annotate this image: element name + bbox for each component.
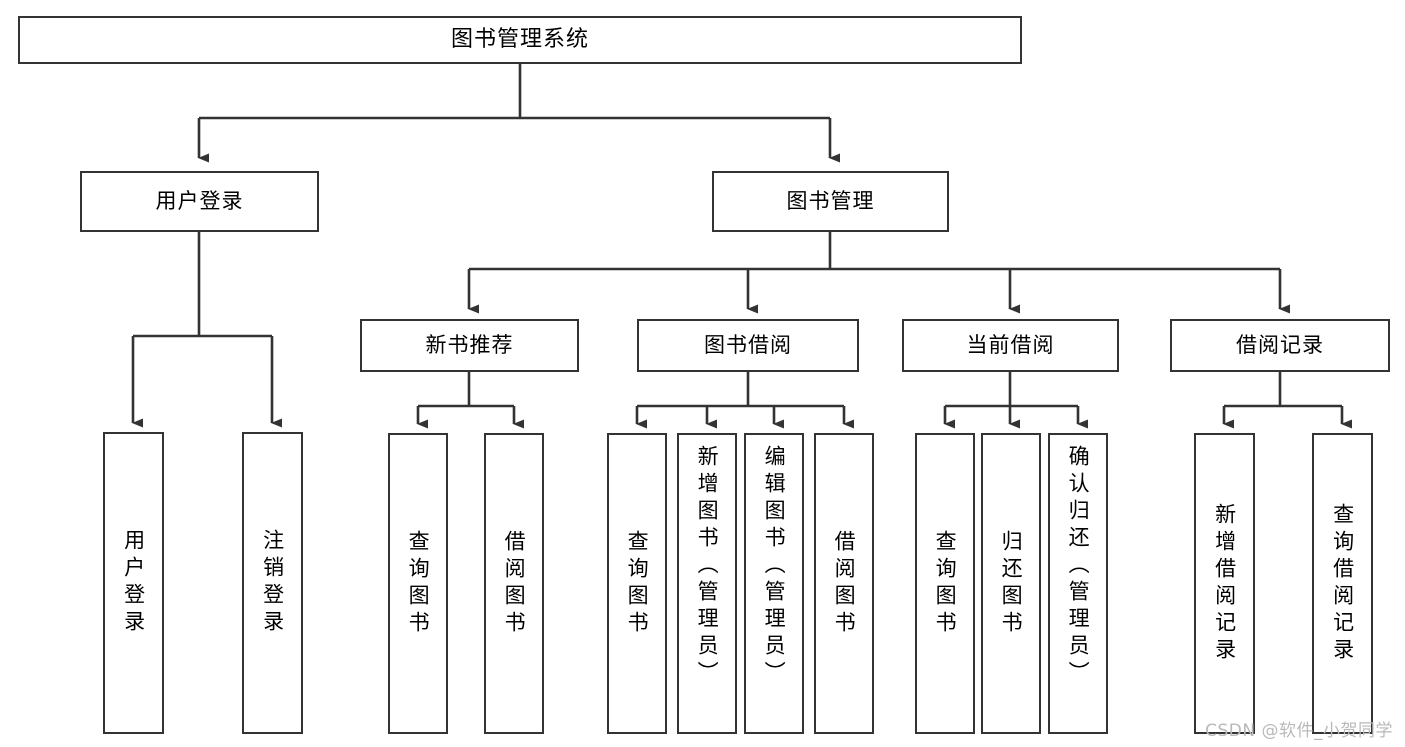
leaf-label: 编辑图书（管理员）: [762, 445, 787, 688]
leaf-label: 新增图书（管理员）: [695, 445, 720, 688]
node-leaf-query-record[interactable]: 查询借阅记录: [1312, 433, 1373, 734]
node-leaf-edit-book[interactable]: 编辑图书（管理员）: [744, 433, 804, 734]
node-root-system[interactable]: 图书管理系统: [18, 16, 1022, 64]
node-leaf-query-book-3[interactable]: 查询图书: [915, 433, 975, 734]
node-current-borrow[interactable]: 当前借阅: [902, 319, 1119, 372]
leaf-label: 查询图书: [625, 529, 650, 638]
node-leaf-borrow-book-2[interactable]: 借阅图书: [814, 433, 874, 734]
node-leaf-add-book[interactable]: 新增图书（管理员）: [677, 433, 737, 734]
csdn-watermark: CSDN @软件_小贺同学: [1205, 721, 1393, 741]
node-new-book-recommend[interactable]: 新书推荐: [360, 319, 579, 372]
node-leaf-add-record[interactable]: 新增借阅记录: [1194, 433, 1255, 734]
node-leaf-query-book-1[interactable]: 查询图书: [388, 433, 448, 734]
leaf-label: 确认归还（管理员）: [1066, 445, 1091, 688]
leaf-label: 归还图书: [999, 529, 1024, 638]
node-book-management[interactable]: 图书管理: [712, 171, 949, 232]
node-leaf-query-book-2[interactable]: 查询图书: [607, 433, 667, 734]
node-borrow-record[interactable]: 借阅记录: [1170, 319, 1390, 372]
leaf-label: 注销登录: [260, 529, 285, 637]
node-book-borrow[interactable]: 图书借阅: [637, 319, 859, 372]
node-leaf-confirm-return[interactable]: 确认归还（管理员）: [1048, 433, 1108, 734]
leaf-label: 用户登录: [121, 529, 146, 637]
node-leaf-logout-login[interactable]: 注销登录: [242, 432, 303, 734]
node-leaf-user-login[interactable]: 用户登录: [103, 432, 164, 734]
leaf-label: 借阅图书: [832, 529, 857, 638]
leaf-label: 查询图书: [406, 529, 431, 638]
node-leaf-borrow-book-1[interactable]: 借阅图书: [484, 433, 544, 734]
leaf-label: 查询借阅记录: [1330, 502, 1355, 665]
leaf-label: 查询图书: [933, 529, 958, 638]
node-user-login[interactable]: 用户登录: [80, 171, 319, 232]
leaf-label: 新增借阅记录: [1212, 502, 1237, 665]
leaf-label: 借阅图书: [502, 529, 527, 638]
node-leaf-return-book[interactable]: 归还图书: [981, 433, 1041, 734]
